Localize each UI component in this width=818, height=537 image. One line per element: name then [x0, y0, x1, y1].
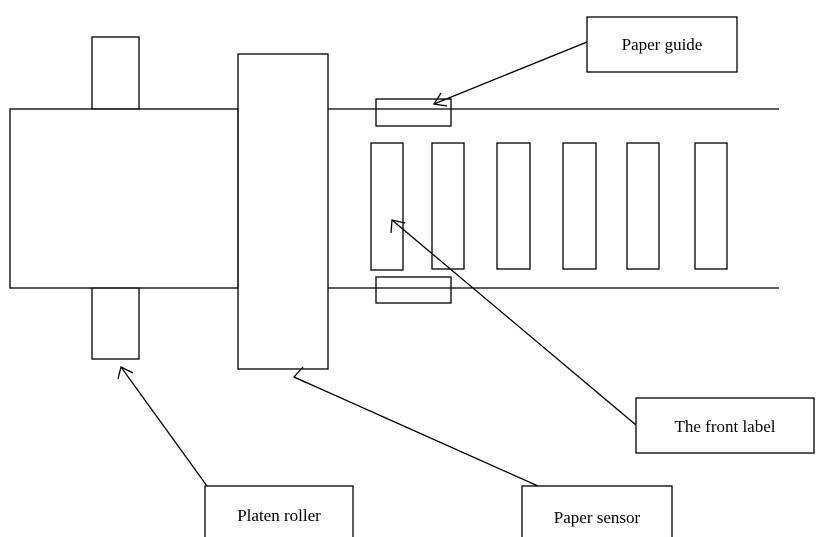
front-label-callout-box — [635, 397, 815, 454]
platen-roller-arrow — [117, 366, 208, 487]
paper-sensor-block — [237, 53, 329, 370]
paper-guide-bottom — [375, 276, 452, 304]
paper-sensor-label: Paper sensor — [554, 508, 641, 527]
platen-roller-label: Platen roller — [237, 506, 321, 525]
paper-guide-arrow — [432, 41, 588, 107]
paper-guide-top — [375, 98, 452, 127]
front-label-arrow — [390, 219, 637, 426]
printer-body-block — [9, 108, 239, 289]
label-5 — [626, 142, 660, 270]
platen-roller-bottom-cap — [91, 287, 140, 360]
label-3 — [496, 142, 531, 270]
paper-guide-label: Paper guide — [622, 35, 703, 54]
label-2 — [431, 142, 465, 270]
front-label-label: The front label — [674, 417, 775, 436]
front-label — [370, 142, 404, 271]
paper-sensor-callout-box — [521, 485, 673, 537]
paper-guide-callout-box — [586, 16, 738, 73]
platen-roller-callout-box — [204, 485, 354, 537]
paper-sensor-arrow — [292, 366, 539, 487]
platen-roller-top-cap — [91, 36, 140, 110]
label-4 — [562, 142, 597, 270]
label-6 — [694, 142, 728, 270]
